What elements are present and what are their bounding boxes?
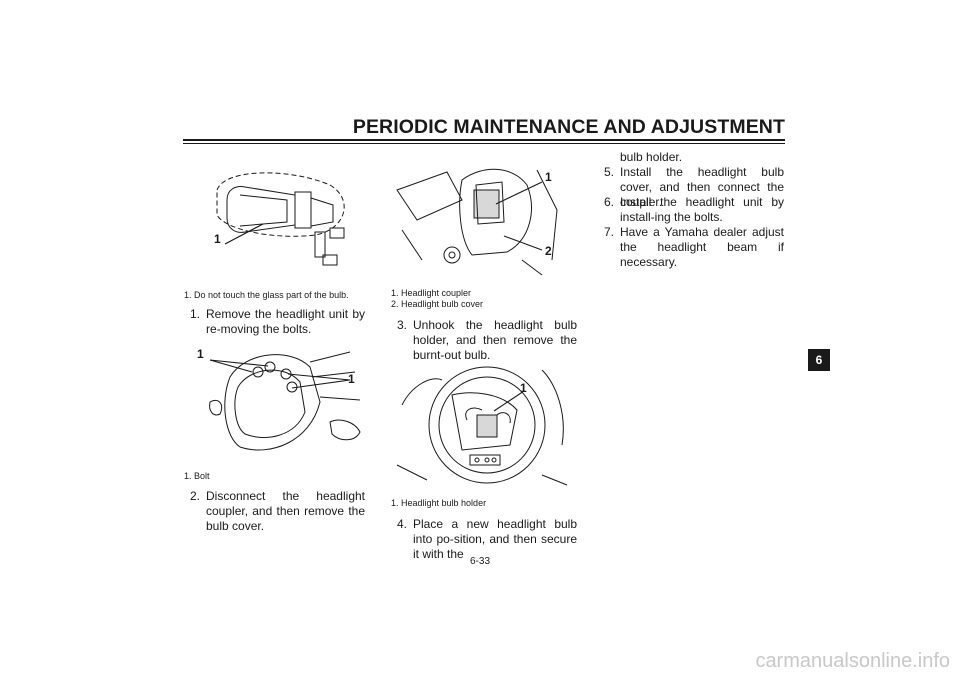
step-5-text: Install the headlight bulb cover, and th… — [620, 165, 784, 209]
headlight-unit-illustration — [209, 351, 361, 451]
figure-callout-1: 1 — [214, 232, 221, 246]
step-2: 2. Disconnect the headlight coupler, and… — [190, 489, 365, 534]
figure-caption-holder: 1. Headlight bulb holder — [391, 498, 487, 508]
figure-coupler: 1 2 — [392, 160, 567, 280]
figure-caption-bolts: 1. Bolt — [184, 471, 210, 481]
step-3: 3. Unhook the headlight bulb holder, and… — [397, 318, 577, 363]
header-rule-thin — [183, 143, 785, 144]
step-1-number: 1. — [190, 307, 201, 321]
chapter-tab[interactable]: 6 — [808, 349, 830, 371]
bulb-illustration — [216, 172, 345, 266]
figure-bulb: 1 — [205, 160, 375, 280]
figure-caption-bulb: 1. Do not touch the glass part of the bu… — [184, 290, 349, 300]
step-6: 6. Install the headlight unit by install… — [604, 195, 784, 225]
watermark: carmanualsonline.info — [755, 650, 950, 672]
step-1: 1. Remove the headlight unit by re-movin… — [190, 307, 365, 337]
header-rule — [183, 139, 785, 141]
figure-caption-coupler-1: 1. Headlight coupler — [391, 288, 472, 298]
step-5-number: 5. — [604, 165, 615, 179]
figure-holder: 1 — [392, 365, 577, 490]
page-header-title: PERIODIC MAINTENANCE AND ADJUSTMENT — [352, 116, 785, 138]
figure-callout-1: 1 — [545, 170, 552, 184]
figure-caption-coupler-2: 2. Headlight bulb cover — [391, 299, 484, 309]
headlight-bulb-holder-illustration — [396, 366, 568, 486]
step-7: 7. Have a Yamaha dealer adjust the headl… — [604, 225, 784, 270]
step-6-number: 6. — [604, 195, 615, 209]
step-2-number: 2. — [190, 489, 201, 503]
step-3-text: Unhook the headlight bulb holder, and th… — [413, 318, 577, 362]
figure-callout-right: 1 — [348, 372, 355, 386]
figure-callout-2: 2 — [545, 244, 552, 258]
page-number: 6-33 — [469, 556, 490, 567]
step-4: 4. Place a new headlight bulb into po-si… — [397, 517, 577, 562]
step-3-number: 3. — [397, 318, 408, 332]
figure-callout-1: 1 — [520, 381, 527, 395]
step-4-text: Place a new headlight bulb into po-sitio… — [413, 517, 577, 561]
step-7-text: Have a Yamaha dealer adjust the headligh… — [620, 225, 784, 269]
step-5: 5. Install the headlight bulb cover, and… — [604, 165, 784, 210]
step-4-continuation: bulb holder. — [620, 150, 683, 164]
step-2-text: Disconnect the headlight coupler, and th… — [206, 489, 365, 533]
figure-callout-left: 1 — [197, 347, 204, 361]
step-7-number: 7. — [604, 225, 615, 239]
step-6-text: Install the headlight unit by install-in… — [620, 195, 784, 224]
step-1-text: Remove the headlight unit by re-moving t… — [206, 307, 365, 336]
figure-bolts: 1 1 — [190, 342, 375, 467]
step-4-number: 4. — [397, 517, 408, 531]
headlight-coupler-illustration — [396, 168, 558, 276]
